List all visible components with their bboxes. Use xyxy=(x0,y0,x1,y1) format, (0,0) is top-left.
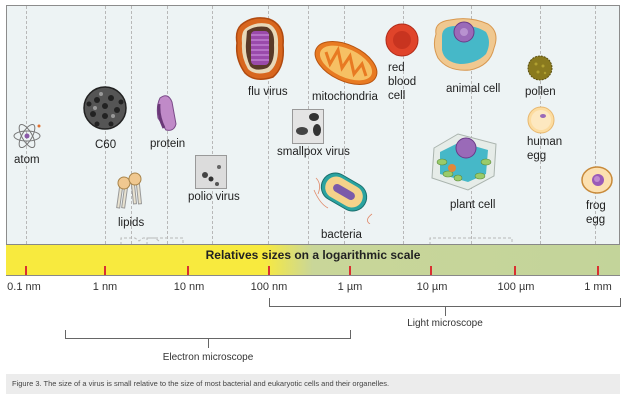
flu-virus-label: flu virus xyxy=(248,86,288,98)
guide-line xyxy=(471,6,472,244)
tick-label-100um: 100 µm xyxy=(497,281,535,293)
guide-line xyxy=(595,6,596,244)
protein-icon xyxy=(156,95,177,131)
electron-microscope-bracket-stem xyxy=(208,339,209,348)
atom-icon xyxy=(13,123,41,149)
flu-virus-icon xyxy=(235,17,285,80)
animal-cell-icon xyxy=(433,18,497,71)
animal-cell-label: animal cell xyxy=(446,83,501,95)
scale-title: Relatives sizes on a logarithmic scale xyxy=(205,248,421,262)
scale-tick xyxy=(349,266,351,275)
light-microscope-bracket xyxy=(269,298,621,307)
lipids-range-marker xyxy=(120,237,184,245)
tick-label-100nm: 100 nm xyxy=(250,281,288,293)
c60-molecule-icon xyxy=(83,86,127,130)
pollen-label: pollen xyxy=(525,86,556,98)
scale-tick xyxy=(25,266,27,275)
scale-tick xyxy=(104,266,106,275)
tick-label-1um: 1 µm xyxy=(337,281,363,293)
frog-egg-label-line2: egg xyxy=(586,214,606,226)
c60-label: C60 xyxy=(95,139,117,151)
plant-cell-range-marker xyxy=(429,237,513,245)
light-microscope-label: Light microscope xyxy=(407,318,483,329)
polio-virus-label: polio virus xyxy=(188,191,240,203)
atom-label: atom xyxy=(14,154,40,166)
red-blood-cell-label-line2: blood xyxy=(388,76,417,88)
red-blood-cell-label-line3: cell xyxy=(388,90,406,102)
guide-line xyxy=(26,6,27,244)
red-blood-cell-icon xyxy=(385,23,419,57)
tick-label-10um: 10 µm xyxy=(416,281,448,293)
pollen-icon xyxy=(527,55,553,81)
protein-label: protein xyxy=(150,138,186,150)
bacteria-label: bacteria xyxy=(321,229,362,241)
tick-label-1nm: 1 nm xyxy=(92,281,118,293)
human-egg-label-line2: egg xyxy=(527,150,547,162)
smallpox-virus-label: smallpox virus xyxy=(277,146,350,158)
figure-caption: Figure 3. The size of a virus is small r… xyxy=(6,374,620,394)
guide-line xyxy=(131,6,132,244)
scale-tick xyxy=(514,266,516,275)
frog-egg-label-line1: frog xyxy=(586,200,606,212)
tick-label-0.1nm: 0.1 nm xyxy=(7,281,41,293)
polio-virus-micrograph xyxy=(195,155,227,189)
tick-label-1mm: 1 mm xyxy=(584,281,612,293)
bacteria-icon xyxy=(313,172,373,224)
mitochondria-icon xyxy=(314,41,378,85)
lipids-label: lipids xyxy=(118,217,145,229)
electron-microscope-bracket xyxy=(65,330,351,339)
guide-line xyxy=(344,6,345,244)
scale-tick xyxy=(430,266,432,275)
human-egg-label-line1: human xyxy=(527,136,563,148)
smallpox-virus-micrograph xyxy=(292,109,324,144)
plant-cell-label: plant cell xyxy=(450,199,496,211)
human-egg-icon xyxy=(527,106,555,134)
scale-tick xyxy=(187,266,189,275)
mitochondria-label: mitochondria xyxy=(312,91,378,103)
guide-line xyxy=(403,6,404,244)
tick-label-10nm: 10 nm xyxy=(173,281,205,293)
scale-tick xyxy=(268,266,270,275)
guide-line xyxy=(268,6,269,244)
lipids-icon xyxy=(116,172,143,209)
log-scale-band: Relatives sizes on a logarithmic scale xyxy=(6,244,620,276)
light-microscope-bracket-stem xyxy=(445,307,446,316)
guide-line xyxy=(212,6,213,244)
frog-egg-icon xyxy=(581,166,613,194)
red-blood-cell-label-line1: red xyxy=(388,62,405,74)
plant-cell-icon xyxy=(431,133,497,191)
electron-microscope-label: Electron microscope xyxy=(162,352,254,363)
scale-tick xyxy=(597,266,599,275)
